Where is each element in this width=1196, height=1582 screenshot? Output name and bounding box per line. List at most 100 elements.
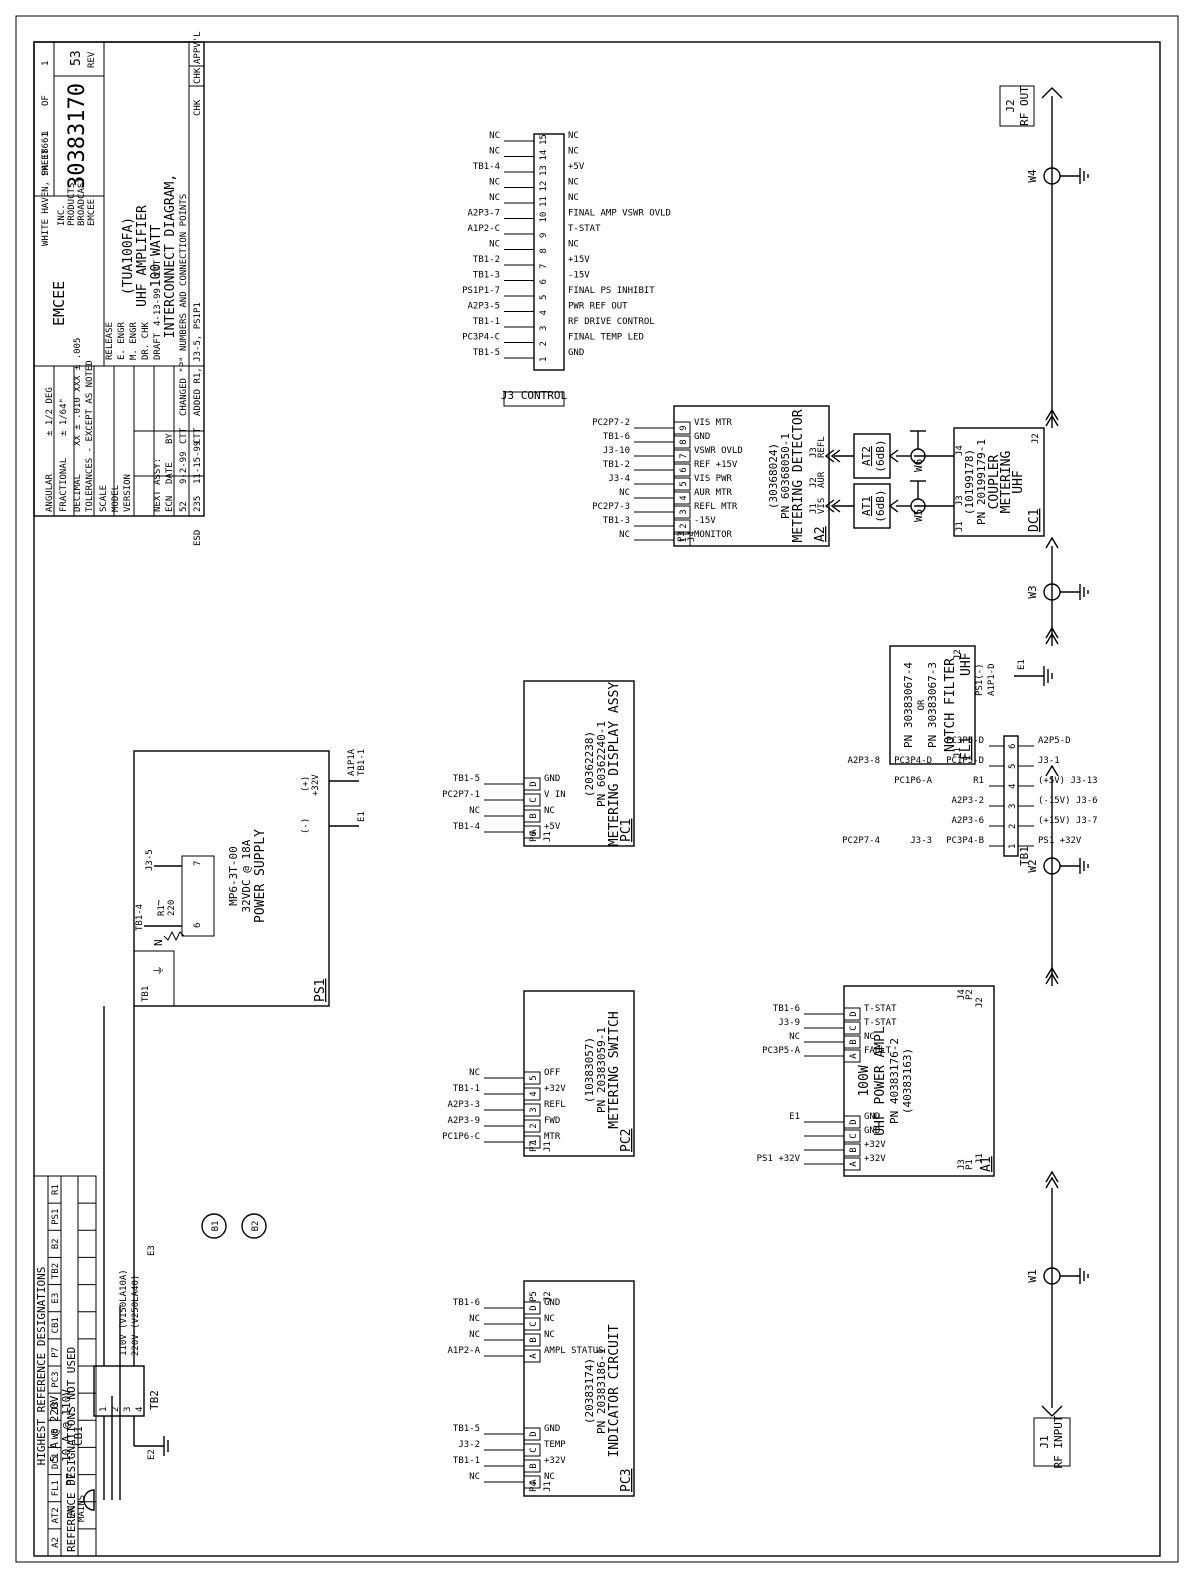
pc3-p5-signal: NC <box>544 1314 555 1324</box>
j3-source: A2P3-5 <box>467 302 500 312</box>
dr-chk: DR. CHK <box>141 321 151 360</box>
pc3-p5-signal: AMPL STATUS <box>544 1346 604 1356</box>
sheet-value: 1 <box>41 131 51 136</box>
ps1-power-supply: PS1 POWER SUPPLY 32VDC @ 18A MP6-3T-00 T… <box>133 748 367 1007</box>
tb1-left: PC3P5-D <box>946 736 984 746</box>
e-engr: E. ENGR <box>117 321 127 360</box>
pc1-p6-signal: V IN <box>544 790 566 800</box>
highest-ref-cell: J3 <box>51 1401 61 1412</box>
pc1-p6-signal: NC <box>544 806 555 816</box>
j3-signal: GND <box>568 348 584 358</box>
pc1-p6-pin: D <box>529 781 539 786</box>
a1-p2-signal: FAULT <box>864 1046 892 1056</box>
ps1-ref: PS1 <box>313 979 328 1002</box>
pc3-p5-pin: A <box>529 1353 539 1359</box>
dc1-line4: PN 20199179-1 <box>975 439 988 525</box>
outer-border <box>15 15 1179 1563</box>
j3-source: NC <box>489 193 500 203</box>
dc1-j2: J2 <box>1031 433 1041 444</box>
pc3-p5-destination: TB1-6 <box>453 1298 480 1308</box>
w4-label: W4 <box>1026 169 1039 183</box>
dc1-metering-coupler: DC1 UHF METERING COUPLER PN 20199179-1 (… <box>953 96 1059 549</box>
a1-p2-signal: NC <box>864 1032 875 1042</box>
j3-signal: +5V <box>568 162 585 172</box>
a1-p2: P2 <box>965 989 975 1000</box>
title-line2: 100 WATT <box>149 225 164 288</box>
of-label: OF <box>41 95 51 106</box>
pc1-p6-destination: TB1-5 <box>453 774 480 784</box>
pc3-p5-destination: NC <box>469 1330 480 1340</box>
j3-signal: NC <box>568 131 579 141</box>
highest-ref-cell: W6 <box>51 1428 61 1439</box>
a1-p2-destination: J3-9 <box>778 1018 800 1028</box>
j3-signal: FINAL AMP VSWR OVLD <box>568 209 671 219</box>
j3-pin: 12 <box>539 181 549 192</box>
tb1-left: R1 <box>973 776 984 786</box>
j3-source: NC <box>489 240 500 250</box>
cb1-rating-b: 5 A @ 220V <box>48 1395 61 1462</box>
j3-source: A1P2-C <box>467 224 500 234</box>
a1-p2-pin: B <box>849 1039 859 1044</box>
coax-w5-at1: W5 AT1 (6dB) <box>824 480 954 529</box>
pc3-j2: J2 <box>543 1291 553 1302</box>
tb1-right: A2P5-D <box>1038 736 1071 746</box>
a2-ref: A2 <box>813 526 828 542</box>
tb1-terminal: 2 <box>1008 824 1018 829</box>
a1-p2-destination: NC <box>789 1032 800 1042</box>
tb1-left: PC3P4-D <box>894 756 932 766</box>
pc1-j1: J1 <box>543 831 553 842</box>
pc1-p6-destination: TB1-4 <box>453 822 480 832</box>
pc3-p4-pin: B <box>529 1463 539 1468</box>
not-used-title: REFERENCE DESIGNATIONS NOT USED <box>65 1347 78 1552</box>
w3-label: W3 <box>1026 585 1039 598</box>
pc3-p4-signal: NC <box>544 1472 555 1482</box>
w5-label: W5 <box>912 509 925 522</box>
tb1-right: (-15V) J3-6 <box>1038 796 1098 806</box>
pc1-p6-pin: C <box>529 797 539 802</box>
j3-signal: RF DRIVE CONTROL <box>568 317 655 327</box>
highest-ref-cell: AT2 <box>51 1507 61 1523</box>
e3-ref: E3 <box>147 1245 157 1256</box>
a2-j3-refl: REFL <box>817 436 827 458</box>
fl1-line3: PN 30383067-3 <box>926 662 939 748</box>
tb1-right: PS1 +32V <box>1038 836 1082 846</box>
pc1-metering-display: PC1 METERING DISPLAY ASSY PN 60362240-1 … <box>442 680 635 847</box>
highest-ref-title: HIGHEST REFERENCE DESIGNATIONS <box>35 1267 48 1466</box>
pc3-p5-destination: NC <box>469 1314 480 1324</box>
a2-p3-pin: 3 <box>679 509 689 514</box>
j1-label: RF INPUT <box>1052 1415 1065 1468</box>
a2-p3-destination: J3-10 <box>603 446 630 456</box>
a2-p3-destination: PC2P7-2 <box>592 418 630 428</box>
rev-by: CTT <box>179 427 189 444</box>
pc2-p7-destination: A2P3-9 <box>447 1116 480 1126</box>
j3-pin: 6 <box>539 279 549 284</box>
company-line1: EMCEE <box>87 199 97 226</box>
j3-source: PC3P4-C <box>462 333 500 343</box>
dc1-j4: J4 <box>955 445 965 456</box>
ps1-neutral-symbol: N <box>152 939 165 946</box>
pc2-p7-destination: NC <box>469 1068 480 1078</box>
tol-angular: ANGULAR <box>45 473 55 512</box>
tb1-terminal: 4 <box>1008 784 1018 789</box>
company-line5: WHITE HAVEN, PA 18661 <box>41 132 51 246</box>
j3-signal: NC <box>568 147 579 157</box>
pc1-p6-destination: PC2P7-1 <box>442 790 480 800</box>
dc1-line2: METERING <box>999 451 1014 514</box>
pc2-p7-signal: MTR <box>544 1132 561 1142</box>
a2-p3-pin: 9 <box>679 425 689 430</box>
hdr-appvl: APPV'L <box>193 31 203 64</box>
rf-input-connector: J1 RF INPUT <box>1033 1188 1071 1468</box>
a1-p2-pin: C <box>849 1025 859 1030</box>
company-logo: EMCEE <box>50 281 68 326</box>
ps1-neg: (-) <box>301 818 311 834</box>
tb1-left: PC2P7-4 <box>842 836 880 846</box>
pc3-p5-pin: C <box>529 1321 539 1326</box>
j3-signal: +15V <box>568 255 590 265</box>
mains-input: AC MAINS P7 CB1 10 A @ 110V 5 A @ 220V T… <box>48 1006 267 1522</box>
rev-desc: CHANGED "P" NUMBERS AND CONNECTION POINT… <box>179 194 189 416</box>
pc2-p7-signal: +32V <box>544 1084 566 1094</box>
j3-signal: NC <box>568 178 579 188</box>
